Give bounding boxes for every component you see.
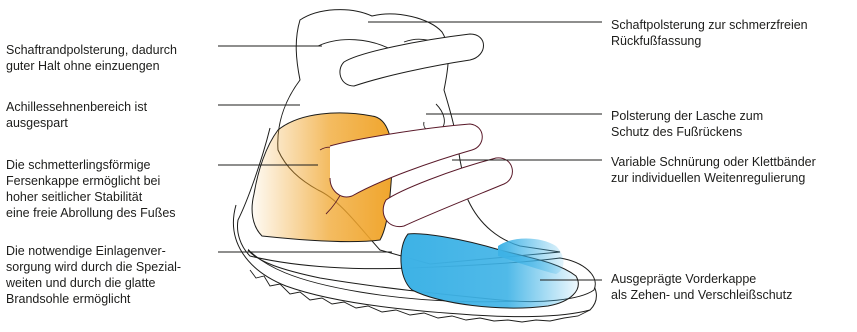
callout-line: Fersenkappe ermöglicht bei <box>6 173 176 189</box>
callout-achilles-area: Achillessehnenbereich ist ausgespart <box>6 99 147 131</box>
callout-line: Schutz des Fußrückens <box>611 124 763 140</box>
callout-line: Die schmetterlingsförmige <box>6 157 176 173</box>
callout-shaft-padding: Schaftpolsterung zur schmerzfreien Rückf… <box>611 17 808 49</box>
callout-heel-cap: Die schmetterlingsförmige Fersenkappe er… <box>6 157 176 221</box>
callout-line: zur individuellen Weitenregulierung <box>611 170 816 186</box>
callout-line: Schaftrandpolsterung, dadurch <box>6 42 177 58</box>
callout-line: Achillessehnenbereich ist <box>6 99 147 115</box>
callout-line: ausgespart <box>6 115 147 131</box>
callout-line: Rückfußfassung <box>611 33 808 49</box>
callout-tongue-padding: Polsterung der Lasche zum Schutz des Fuß… <box>611 108 763 140</box>
callout-line: Polsterung der Lasche zum <box>611 108 763 124</box>
callout-line: guter Halt ohne einzuengen <box>6 58 177 74</box>
callout-lacing-straps: Variable Schnürung oder Klettbänder zur … <box>611 154 816 186</box>
callout-line: hoher seitlicher Stabilität <box>6 189 176 205</box>
callout-line: sorgung wird durch die Spezial- <box>6 259 181 275</box>
callout-insole: Die notwendige Einlagenver- sorgung wird… <box>6 243 181 307</box>
callout-toe-cap: Ausgeprägte Vorderkappe als Zehen- und V… <box>611 271 792 303</box>
callout-line: Variable Schnürung oder Klettbänder <box>611 154 816 170</box>
callout-shaft-rim-padding: Schaftrandpolsterung, dadurch guter Halt… <box>6 42 177 74</box>
callout-line: Ausgeprägte Vorderkappe <box>611 271 792 287</box>
callout-line: weiten und durch die glatte <box>6 275 181 291</box>
callout-line: Brandsohle ermöglicht <box>6 291 181 307</box>
callout-line: als Zehen- und Verschleißschutz <box>611 287 792 303</box>
callout-line: eine freie Abrollung des Fußes <box>6 205 176 221</box>
callout-line: Die notwendige Einlagenver- <box>6 243 181 259</box>
callout-line: Schaftpolsterung zur schmerzfreien <box>611 17 808 33</box>
